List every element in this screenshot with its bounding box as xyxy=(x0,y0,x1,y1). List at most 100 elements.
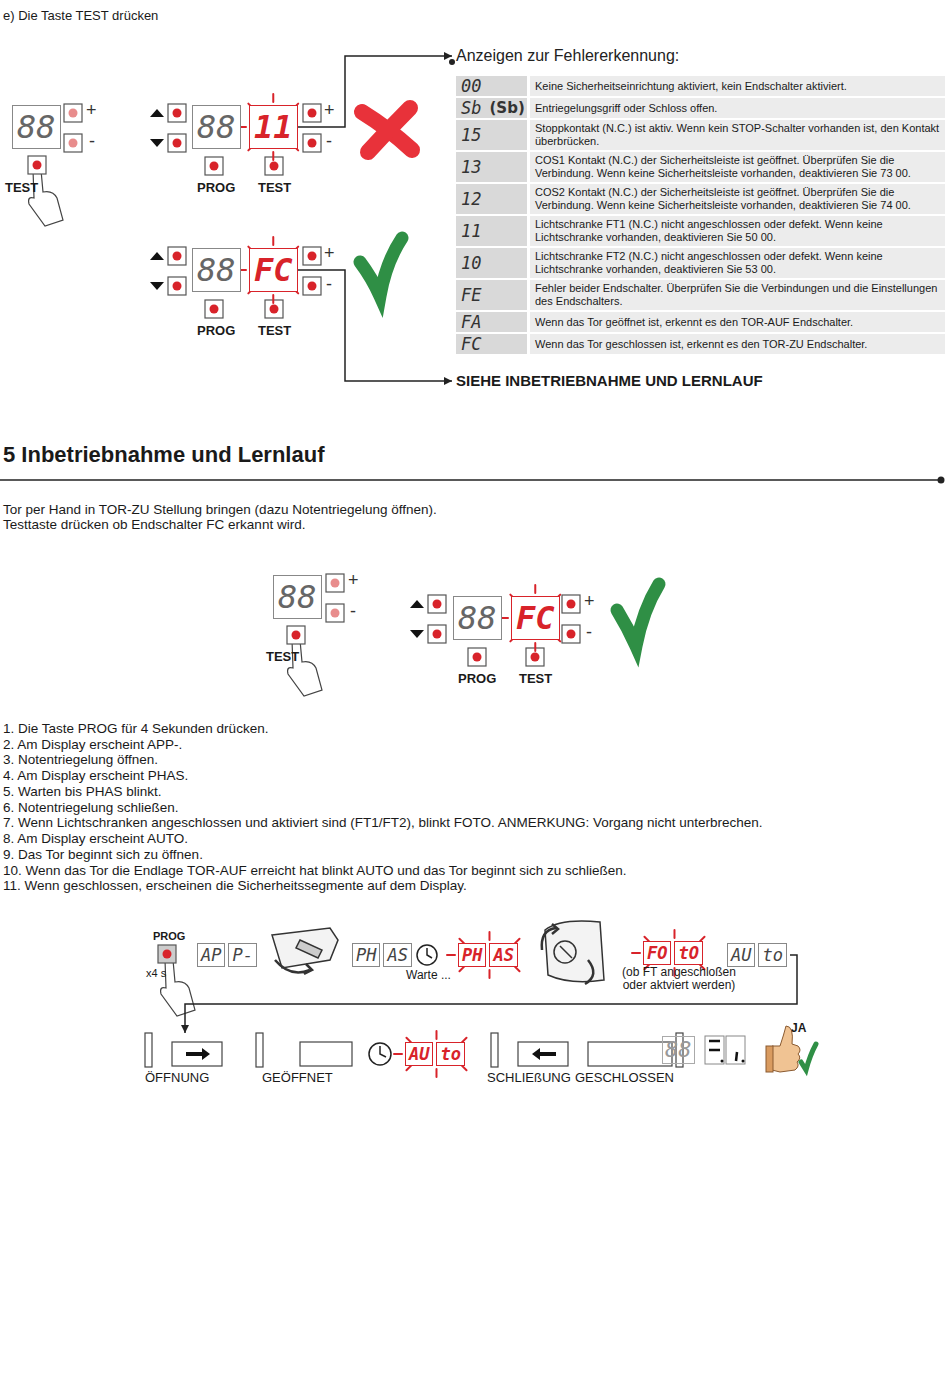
button-dot xyxy=(270,162,279,171)
button-dot xyxy=(173,252,182,261)
blink-ray xyxy=(673,930,675,938)
node-text: P- xyxy=(228,943,256,967)
release-latch xyxy=(272,921,604,984)
display-node: PHAS xyxy=(352,943,415,967)
gate-state: SCHLIEßUNG xyxy=(487,1033,575,1085)
push-button xyxy=(562,625,580,643)
table-cell: Stoppkontakt (N.C.) ist aktiv. Wenn kein… xyxy=(535,122,940,148)
hand-outline xyxy=(288,638,322,697)
node-text: PH xyxy=(352,943,380,967)
display-digits: 88 xyxy=(453,596,502,640)
node-text: PH xyxy=(458,943,486,967)
node-text: SCHLIEßUNG xyxy=(487,1070,571,1085)
table-cell: Entriegelungsgriff oder Schloss offen. xyxy=(535,102,717,115)
table-cell: 13 xyxy=(461,157,481,177)
push-button xyxy=(326,574,344,592)
table-cell: Keine Sicherheitseinrichtung aktiviert, … xyxy=(535,80,847,93)
gate-state: GESCHLOSSEN xyxy=(575,1033,685,1085)
blink-ray xyxy=(272,295,274,303)
table-cell: 10 xyxy=(461,253,481,273)
table-cell: Fehler beider Endschalter. Überprüfen Si… xyxy=(535,282,940,308)
list-item: 9. Das Tor beginnt sich zu öffnen. xyxy=(3,847,203,863)
table-cell: COS2 Kontakt (N.C.) der Sicherheitsleist… xyxy=(535,186,940,212)
button-dot xyxy=(173,139,182,148)
blink-ray xyxy=(435,1031,437,1039)
button-label: + xyxy=(584,591,595,613)
arrow-up xyxy=(410,600,424,608)
display-digits: FC xyxy=(511,596,560,640)
button-label: - xyxy=(326,131,332,153)
button-dot xyxy=(567,600,576,609)
table-cell: (Sb) xyxy=(489,99,524,117)
button-dot xyxy=(567,630,576,639)
node-text: SIEHE INBETRIEBNAHME UND LERNLAUF xyxy=(456,372,763,389)
button-label: TEST xyxy=(258,323,291,339)
button-dot xyxy=(308,109,317,118)
connector xyxy=(298,56,452,127)
button-label: - xyxy=(89,131,95,153)
button-dot xyxy=(173,282,182,291)
push-button xyxy=(303,247,321,265)
blink-ray xyxy=(272,237,274,245)
button-label: + xyxy=(86,100,97,122)
blink-ray xyxy=(272,152,274,160)
button-dot xyxy=(210,305,219,314)
node-text: to xyxy=(436,1042,464,1066)
node-text: AS xyxy=(489,943,517,967)
table-cell: FC xyxy=(461,334,481,354)
instruction-text: Tor per Hand in TOR-ZU Stellung bringen … xyxy=(3,502,448,532)
push-button xyxy=(428,625,446,643)
display-node: PHAS xyxy=(458,943,521,967)
node-text: AS xyxy=(383,943,411,967)
node-text: ÖFFNUNG xyxy=(145,1070,209,1085)
button-dot xyxy=(69,139,78,148)
blink-ray xyxy=(435,1069,437,1077)
table-cell: FE xyxy=(461,285,481,305)
table-cell: Sb xyxy=(461,98,481,118)
display-node: APP- xyxy=(197,943,260,967)
table-cell: COS1 Kontakt (N.C.) der Sicherheitsleist… xyxy=(535,154,940,180)
push-button xyxy=(205,157,223,175)
blink-ray xyxy=(394,1053,402,1055)
ok-check xyxy=(617,584,659,646)
button-label: + xyxy=(324,100,335,122)
blink-ray xyxy=(534,643,536,651)
push-button xyxy=(168,104,186,122)
display-node: AUto xyxy=(405,1042,468,1066)
table-cell: 15 xyxy=(461,125,481,145)
node-text: 11 xyxy=(249,105,298,149)
table-cell: Lichtschranke FT1 (N.C.) nicht angeschlo… xyxy=(535,218,940,244)
list-item: 6. Notentriegelung schließen. xyxy=(3,800,179,816)
button-dot xyxy=(292,631,301,640)
section-rule xyxy=(0,479,938,481)
heading-node: SIEHE INBETRIEBNAHME UND LERNLAUF xyxy=(456,372,763,390)
arrow-up xyxy=(150,252,164,260)
list-item: 1. Die Taste PROG für 4 Sekunden drücken… xyxy=(3,721,268,737)
button-dot xyxy=(433,600,442,609)
node-text: AU xyxy=(405,1042,433,1066)
push-button xyxy=(158,945,176,963)
button-dot xyxy=(173,109,182,118)
confirm-label: JA xyxy=(791,1021,806,1035)
button-dot xyxy=(433,630,442,639)
push-button xyxy=(326,604,344,622)
display-digits: 88 xyxy=(273,575,322,619)
button-dot xyxy=(270,305,279,314)
push-button xyxy=(168,247,186,265)
table-cell: Wenn das Tor geöffnet ist, erkennt es de… xyxy=(535,316,853,329)
table-cell: FA xyxy=(461,312,481,332)
push-button xyxy=(468,648,486,666)
push-button xyxy=(168,277,186,295)
button-dot xyxy=(308,252,317,261)
node-text: GESCHLOSSEN xyxy=(575,1070,674,1085)
arrow-down xyxy=(150,139,164,147)
rule-dot xyxy=(938,477,945,484)
node-text: Anzeigen zur Fehlererkennung: xyxy=(456,47,679,64)
list-item: 2. Am Display erscheint APP-. xyxy=(3,737,182,753)
gate-state: GEÖFFNET xyxy=(262,1033,362,1085)
node-text: tO xyxy=(674,941,702,965)
list-item: 7. Wenn Lichtschranken angeschlossen und… xyxy=(3,815,763,831)
ok-check xyxy=(801,1044,816,1070)
condition-note: (ob FT angeschloßen oder aktviert werden… xyxy=(617,966,741,992)
safety-segments-display xyxy=(705,1036,745,1064)
